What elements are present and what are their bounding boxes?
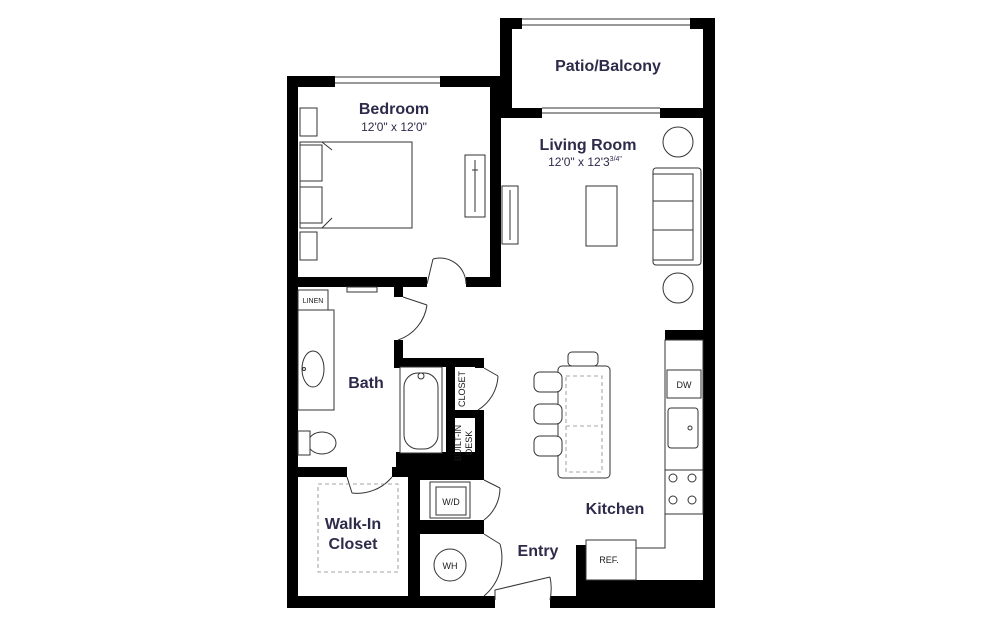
kitchen-fixtures [533, 339, 704, 581]
dw-label: DW [677, 380, 692, 390]
bedroom-label: Bedroom [359, 101, 429, 118]
windows [335, 18, 690, 114]
builtin-desk-label-line1: BUILT-IN [453, 425, 463, 461]
walk-in-closet-label-line2: Closet [329, 536, 379, 553]
wd-label: W/D [442, 497, 460, 507]
bedroom-dimensions: 12'0" x 12'0" [361, 120, 427, 134]
kitchen-label: Kitchen [586, 501, 645, 518]
doors [346, 257, 552, 601]
closet-fixtures [317, 481, 471, 582]
closet-label: CLOSET [457, 370, 467, 407]
builtin-desk-label-line2: DESK [464, 431, 474, 456]
wh-label: WH [443, 561, 458, 571]
linen-label: LINEN [303, 298, 324, 305]
living-room-label: Living Room [540, 137, 637, 154]
bath-fixtures [297, 286, 443, 456]
living-room-dimensions-main: 12'0" x 12'3 [548, 155, 610, 169]
patio-label: Patio/Balcony [555, 58, 661, 75]
bedroom-furniture [299, 107, 486, 261]
living-room-dimensions: 12'0" x 12'33/4" [548, 155, 622, 169]
living-furniture [501, 126, 702, 304]
walk-in-closet-label-line1: Walk-In [325, 516, 381, 533]
walls [287, 18, 715, 608]
ref-label: REF. [599, 555, 619, 565]
entry-label: Entry [518, 543, 559, 560]
living-room-dimensions-sup: 3/4" [610, 156, 623, 163]
bath-label: Bath [348, 375, 384, 392]
